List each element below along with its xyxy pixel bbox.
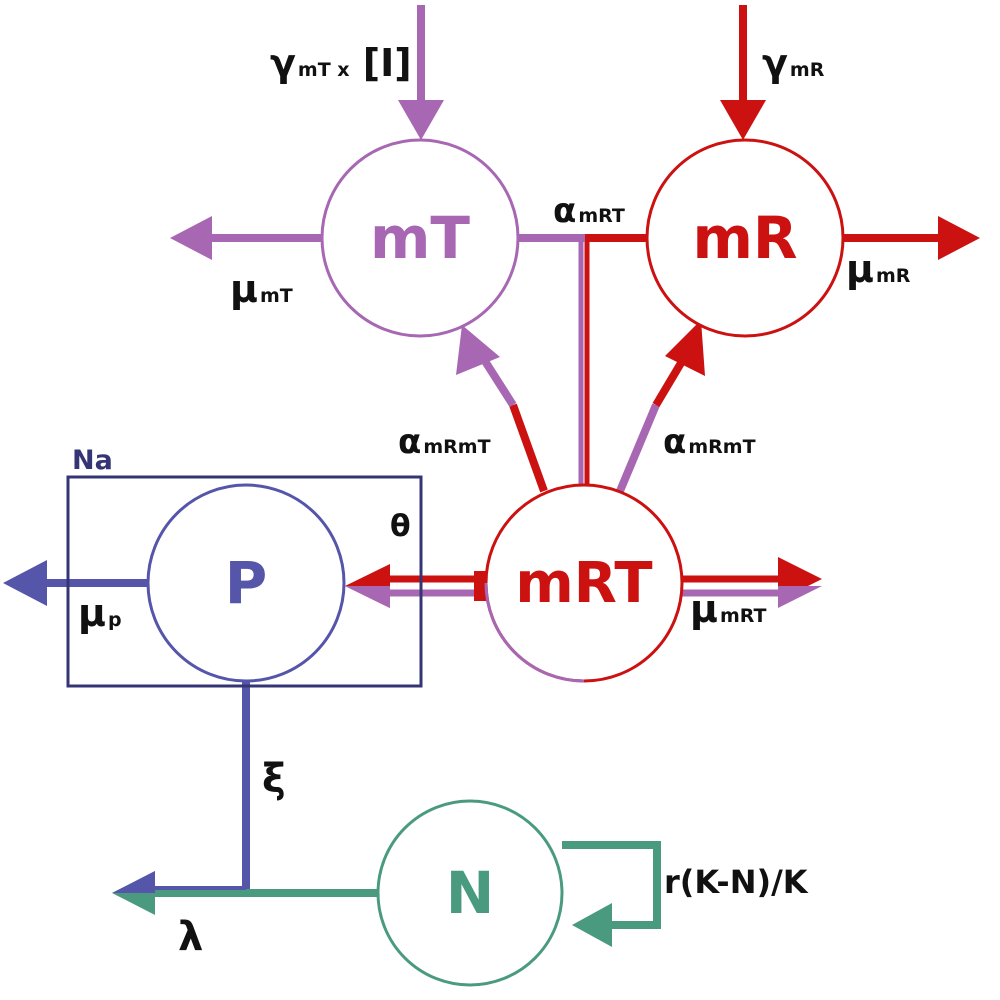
node-N-label: N [446,859,495,927]
gamma-mT-arrow [398,5,444,140]
gamma-mR-arrow [720,5,766,140]
theta-label: θ [390,509,411,544]
alpha-mRT-binding-line [518,234,648,488]
mu-mR-arrow [843,216,980,260]
node-mRT: mRT [484,483,684,683]
node-P: P [146,483,346,683]
xi-lambda-path [112,680,380,915]
theta-arrow [345,564,488,608]
growth-label: r(K-N)/K [664,863,809,901]
node-mR: mR [645,138,845,338]
xi-label: ξ [262,756,286,802]
node-mT: mT [320,138,520,338]
alpha-mRmT-left-arrow [456,325,548,493]
node-mRT-label: mRT [515,551,652,616]
mu-mT-arrow [170,216,322,260]
na-box [66,475,423,688]
mu-p-arrow [3,560,150,606]
growth-self-loop [562,841,661,947]
lambda-label: λ [178,914,203,960]
node-mR-label: mR [692,204,797,272]
alpha-mRmT-right-arrow [616,320,705,493]
node-N: N [376,799,564,987]
na-box-label: Na [72,445,113,476]
node-P-label: P [225,549,268,617]
mu-mRT-arrow [682,557,822,608]
node-mT-label: mT [370,204,470,272]
